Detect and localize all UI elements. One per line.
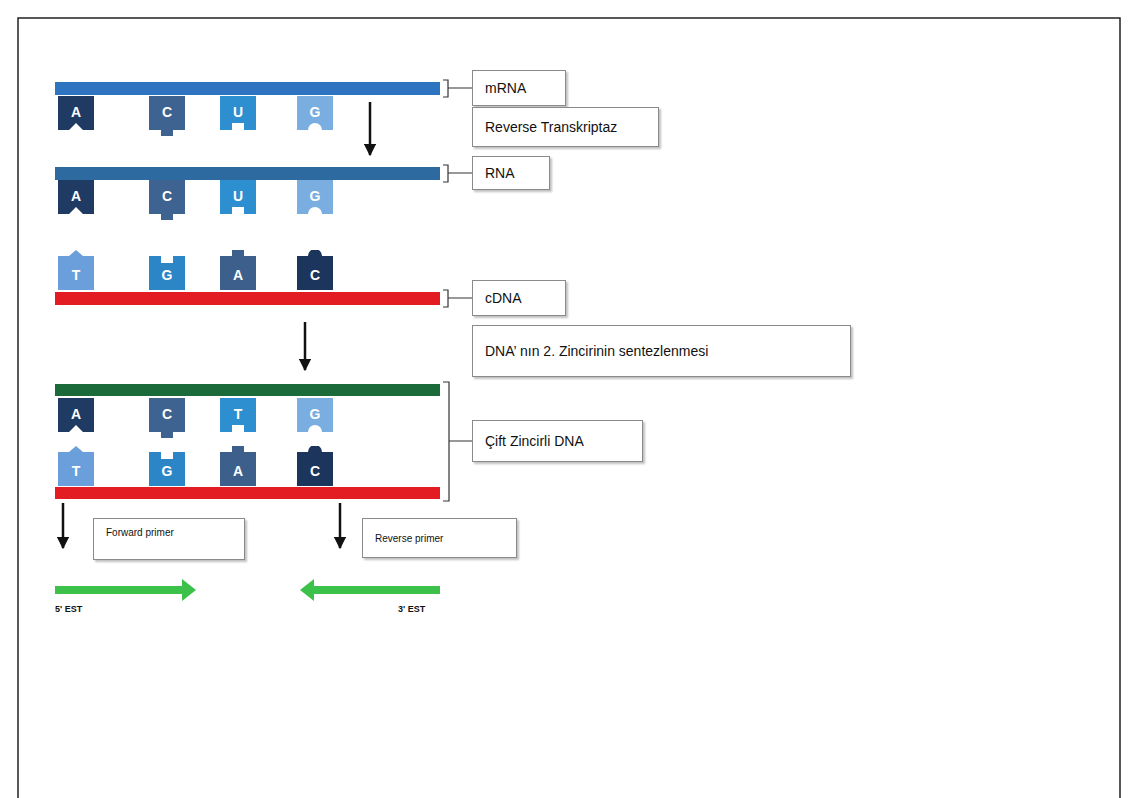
nucleotide-outline — [58, 250, 94, 290]
nucleotide-outline — [58, 446, 94, 486]
base-letter: G — [297, 188, 333, 204]
nucleotide-outline — [220, 398, 256, 432]
nucleotide-outline — [297, 398, 333, 432]
nucleotide-outline — [58, 398, 94, 432]
base-letter: U — [220, 188, 256, 204]
nucleotide-outline — [220, 446, 256, 486]
base-letter: C — [149, 188, 185, 204]
base-letter: G — [297, 104, 333, 120]
step-arrow — [304, 322, 307, 370]
box-text: Reverse primer — [375, 533, 443, 544]
box-text: cDNA — [485, 290, 522, 306]
base-letter: T — [58, 267, 94, 283]
base-letter: T — [58, 463, 94, 479]
nucleotide-outline — [58, 96, 94, 130]
label-box: DNA’ nın 2. Zincirinin sentezlenmesi — [472, 325, 851, 377]
label-box: Reverse primer — [362, 518, 517, 558]
base-letter: A — [220, 463, 256, 479]
bracket — [443, 80, 472, 97]
nucleotide: T — [220, 398, 256, 438]
nucleotide-outline — [220, 250, 256, 290]
nucleotide: A — [58, 180, 94, 220]
box-text: RNA — [485, 165, 515, 181]
nucleotide-outline — [149, 398, 185, 438]
base-letter: A — [220, 267, 256, 283]
label-box: cDNA — [472, 280, 566, 316]
base-letter: G — [149, 267, 185, 283]
box-text: Reverse Transkriptaz — [485, 119, 617, 135]
box-text: DNA’ nın 2. Zincirinin sentezlenmesi — [485, 343, 708, 359]
nucleotide-outline — [220, 96, 256, 130]
nucleotide-outline — [297, 446, 333, 486]
base-letter: G — [149, 463, 185, 479]
label-box: Reverse Transkriptaz — [472, 107, 659, 147]
cdna-strand — [55, 292, 440, 305]
base-letter: G — [297, 406, 333, 422]
bracket — [443, 290, 472, 307]
nucleotide: G — [149, 446, 185, 486]
nucleotide: A — [58, 96, 94, 136]
nucleotide: G — [149, 250, 185, 290]
step-arrow — [369, 102, 372, 155]
base-letter: U — [220, 104, 256, 120]
frame — [18, 18, 1120, 798]
nucleotide-outline — [149, 256, 185, 290]
nucleotide: C — [297, 250, 333, 290]
nucleotide-outline — [149, 180, 185, 220]
nucleotide-outline — [297, 250, 333, 290]
est-label: 3' EST — [398, 604, 425, 614]
base-letter: T — [220, 406, 256, 422]
step-arrow — [62, 503, 65, 548]
mrna-strand — [55, 82, 440, 95]
nucleotide-outline — [149, 96, 185, 136]
second-strand — [55, 384, 440, 396]
box-text: Forward primer — [106, 527, 174, 538]
nucleotide-outline — [149, 452, 185, 486]
nucleotide: C — [149, 180, 185, 220]
nucleotide: T — [58, 250, 94, 290]
base-letter: C — [297, 463, 333, 479]
nucleotide: C — [149, 96, 185, 136]
base-letter: C — [297, 267, 333, 283]
base-letter: A — [58, 188, 94, 204]
cdna-strand — [55, 487, 440, 499]
rna-strand — [55, 167, 440, 180]
nucleotide: U — [220, 96, 256, 136]
nucleotide: T — [58, 446, 94, 486]
nucleotide: G — [297, 96, 333, 136]
nucleotide: A — [58, 398, 94, 438]
nucleotide-outline — [297, 96, 333, 130]
nucleotide-outline — [220, 180, 256, 214]
base-letter: C — [149, 406, 185, 422]
est-arrow — [55, 579, 196, 601]
nucleotide: C — [149, 398, 185, 438]
base-letter: C — [149, 104, 185, 120]
nucleotide: A — [220, 446, 256, 486]
nucleotide: C — [297, 446, 333, 486]
base-letter: A — [58, 104, 94, 120]
nucleotide: G — [297, 180, 333, 220]
est-label: 5' EST — [55, 604, 82, 614]
label-box: Çift Zincirli DNA — [472, 420, 643, 462]
est-arrow — [300, 579, 440, 601]
bracket — [443, 382, 472, 501]
nucleotide: A — [220, 250, 256, 290]
box-text: Çift Zincirli DNA — [485, 433, 584, 449]
nucleotide: G — [297, 398, 333, 438]
nucleotide-outline — [58, 180, 94, 214]
base-letter: A — [58, 406, 94, 422]
bracket — [443, 165, 472, 182]
box-text: mRNA — [485, 80, 526, 96]
label-box: RNA — [472, 156, 550, 190]
label-box: mRNA — [472, 70, 566, 106]
label-box: Forward primer — [93, 518, 245, 560]
nucleotide: U — [220, 180, 256, 220]
step-arrow — [339, 503, 342, 548]
nucleotide-outline — [297, 180, 333, 214]
